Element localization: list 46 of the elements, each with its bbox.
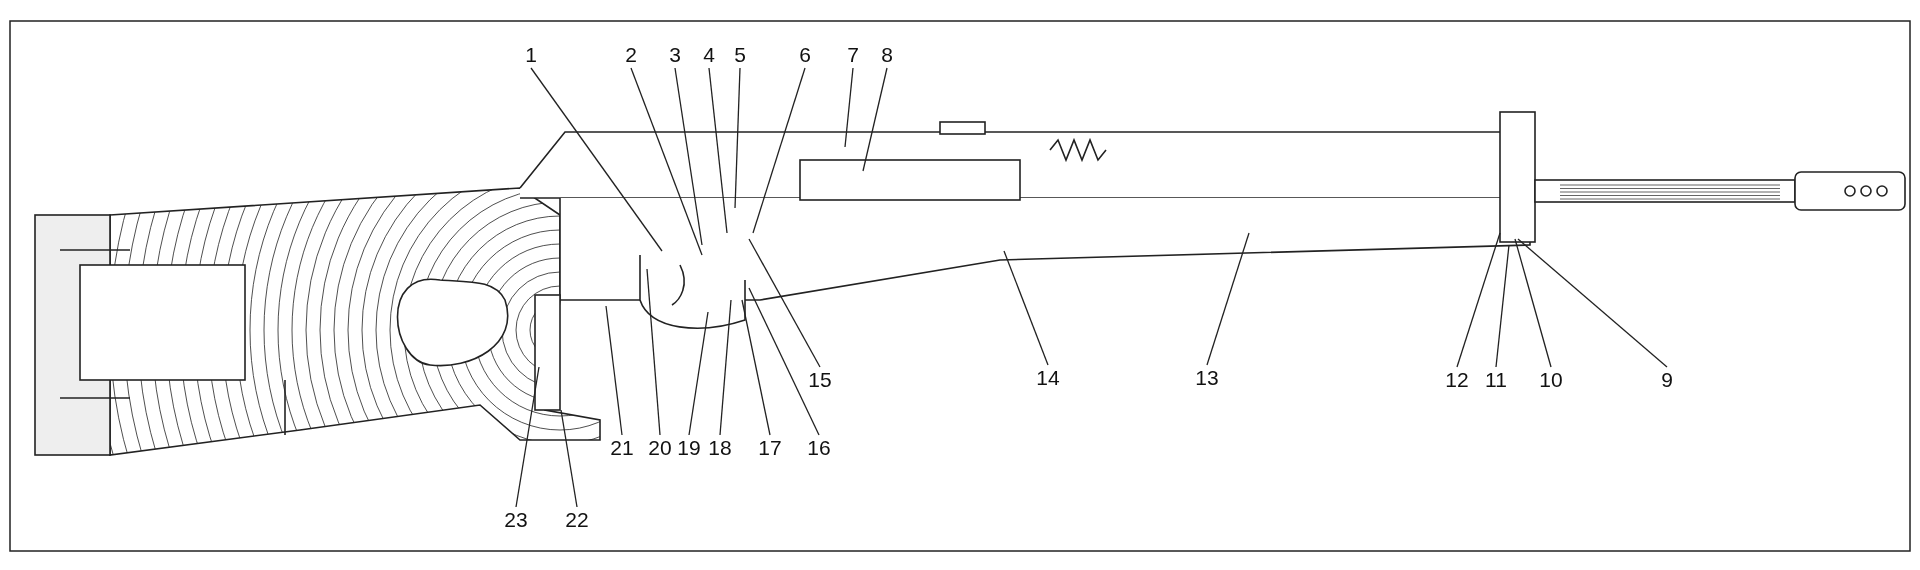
callout-number: 9 — [1661, 369, 1673, 391]
leader-line — [515, 366, 540, 508]
callout-number: 16 — [807, 437, 831, 459]
callout-number: 18 — [708, 437, 732, 459]
callout-number: 21 — [610, 437, 634, 459]
callout-number: 4 — [703, 44, 715, 66]
callout-number: 13 — [1195, 367, 1219, 389]
callout-number: 7 — [847, 44, 859, 66]
callout-number: 1 — [525, 44, 537, 66]
callout-number: 5 — [734, 44, 746, 66]
leader-line — [748, 287, 820, 436]
leader-line — [674, 67, 703, 246]
leader-line — [530, 67, 663, 252]
leader-line — [560, 409, 578, 508]
callout-number: 19 — [677, 437, 701, 459]
callout-number: 11 — [1485, 369, 1507, 391]
leader-line — [719, 299, 732, 436]
callout-number: 3 — [669, 44, 681, 66]
callout-number: 12 — [1445, 369, 1469, 391]
callout-number: 6 — [799, 44, 811, 66]
callout-number: 20 — [648, 437, 672, 459]
callout-number: 23 — [504, 509, 528, 531]
leader-line — [741, 299, 771, 436]
leader-line — [1517, 238, 1668, 368]
callout-number: 8 — [881, 44, 893, 66]
leader-line — [844, 67, 854, 148]
leader-line — [1495, 244, 1510, 368]
callout-number: 22 — [565, 509, 589, 531]
leader-line — [862, 67, 888, 172]
callout-number: 10 — [1539, 369, 1563, 391]
leader-line — [752, 67, 806, 234]
callout-number: 14 — [1036, 367, 1060, 389]
leader-line — [708, 67, 728, 234]
callout-number: 2 — [625, 44, 637, 66]
callout-number: 17 — [758, 437, 782, 459]
leader-line — [1456, 232, 1501, 368]
leader-line — [748, 238, 821, 368]
leader-line — [1206, 232, 1250, 366]
leader-line — [1514, 238, 1552, 368]
leader-line — [688, 311, 709, 436]
callout-number: 15 — [808, 369, 832, 391]
leader-line — [630, 67, 703, 256]
leader-line — [734, 67, 741, 209]
leader-line — [646, 268, 661, 436]
leader-line — [1003, 250, 1049, 366]
leader-line — [605, 305, 623, 436]
